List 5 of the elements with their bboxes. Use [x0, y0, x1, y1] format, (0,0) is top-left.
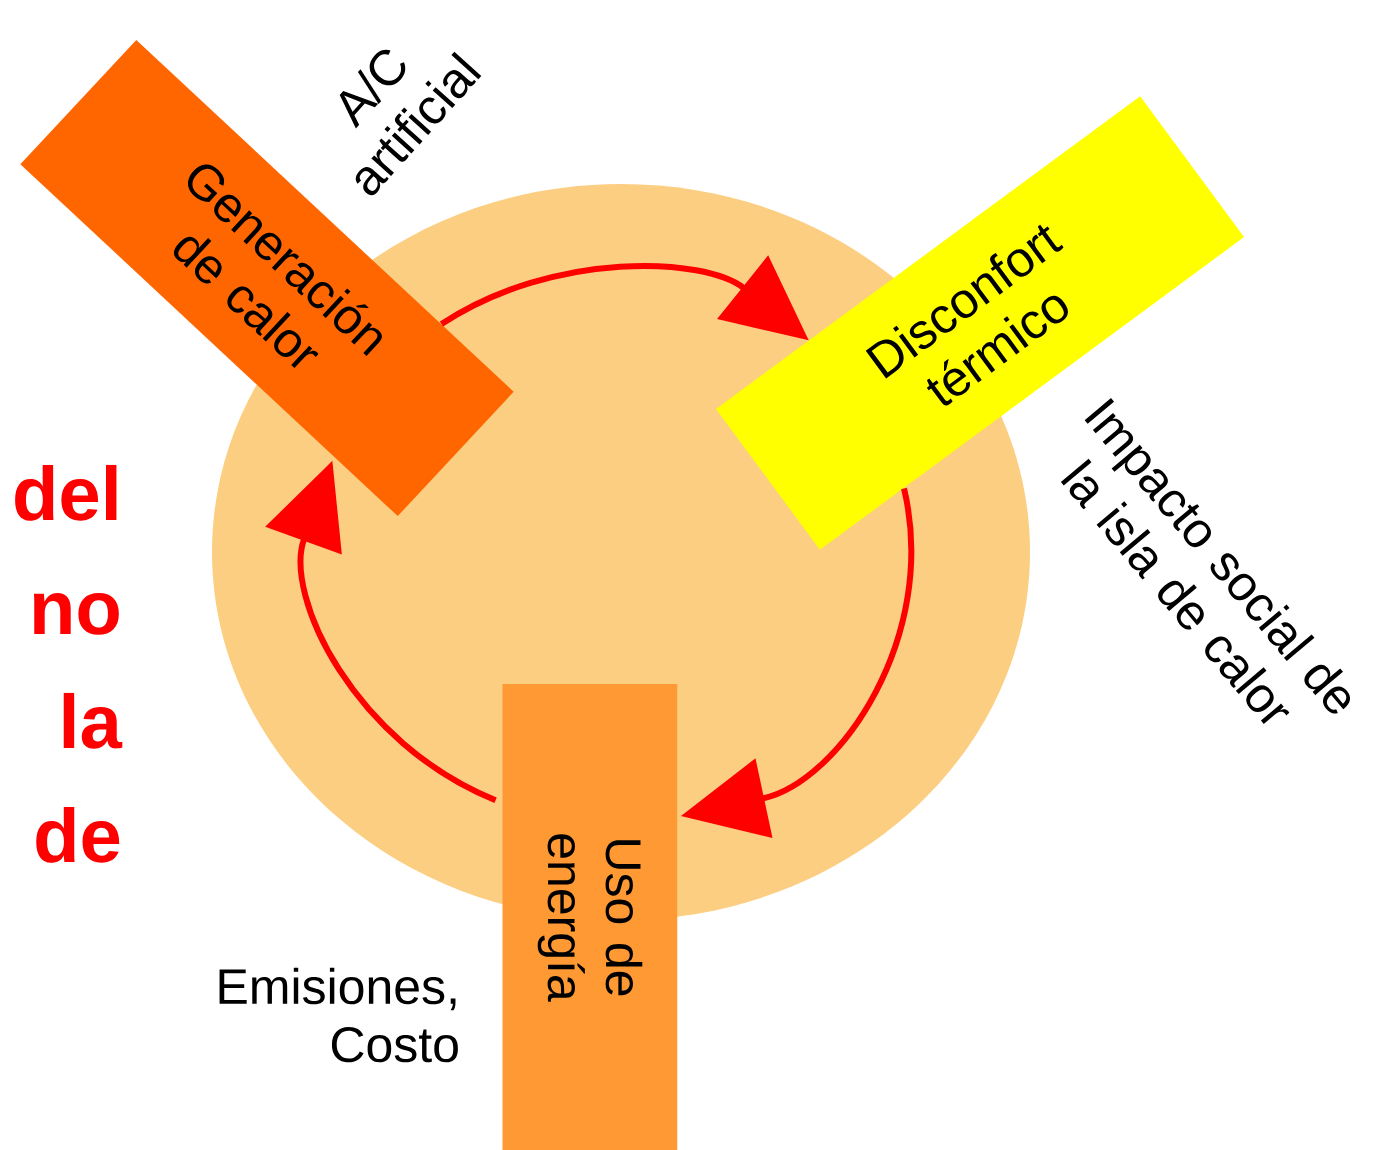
title-fragment: de	[36, 806, 120, 863]
side-note: Emisiones, Costo	[219, 967, 458, 1063]
rotated-box: Uso de energía	[502, 684, 678, 1150]
title-fragment: la	[63, 692, 123, 749]
title-fragment: no	[33, 593, 119, 635]
